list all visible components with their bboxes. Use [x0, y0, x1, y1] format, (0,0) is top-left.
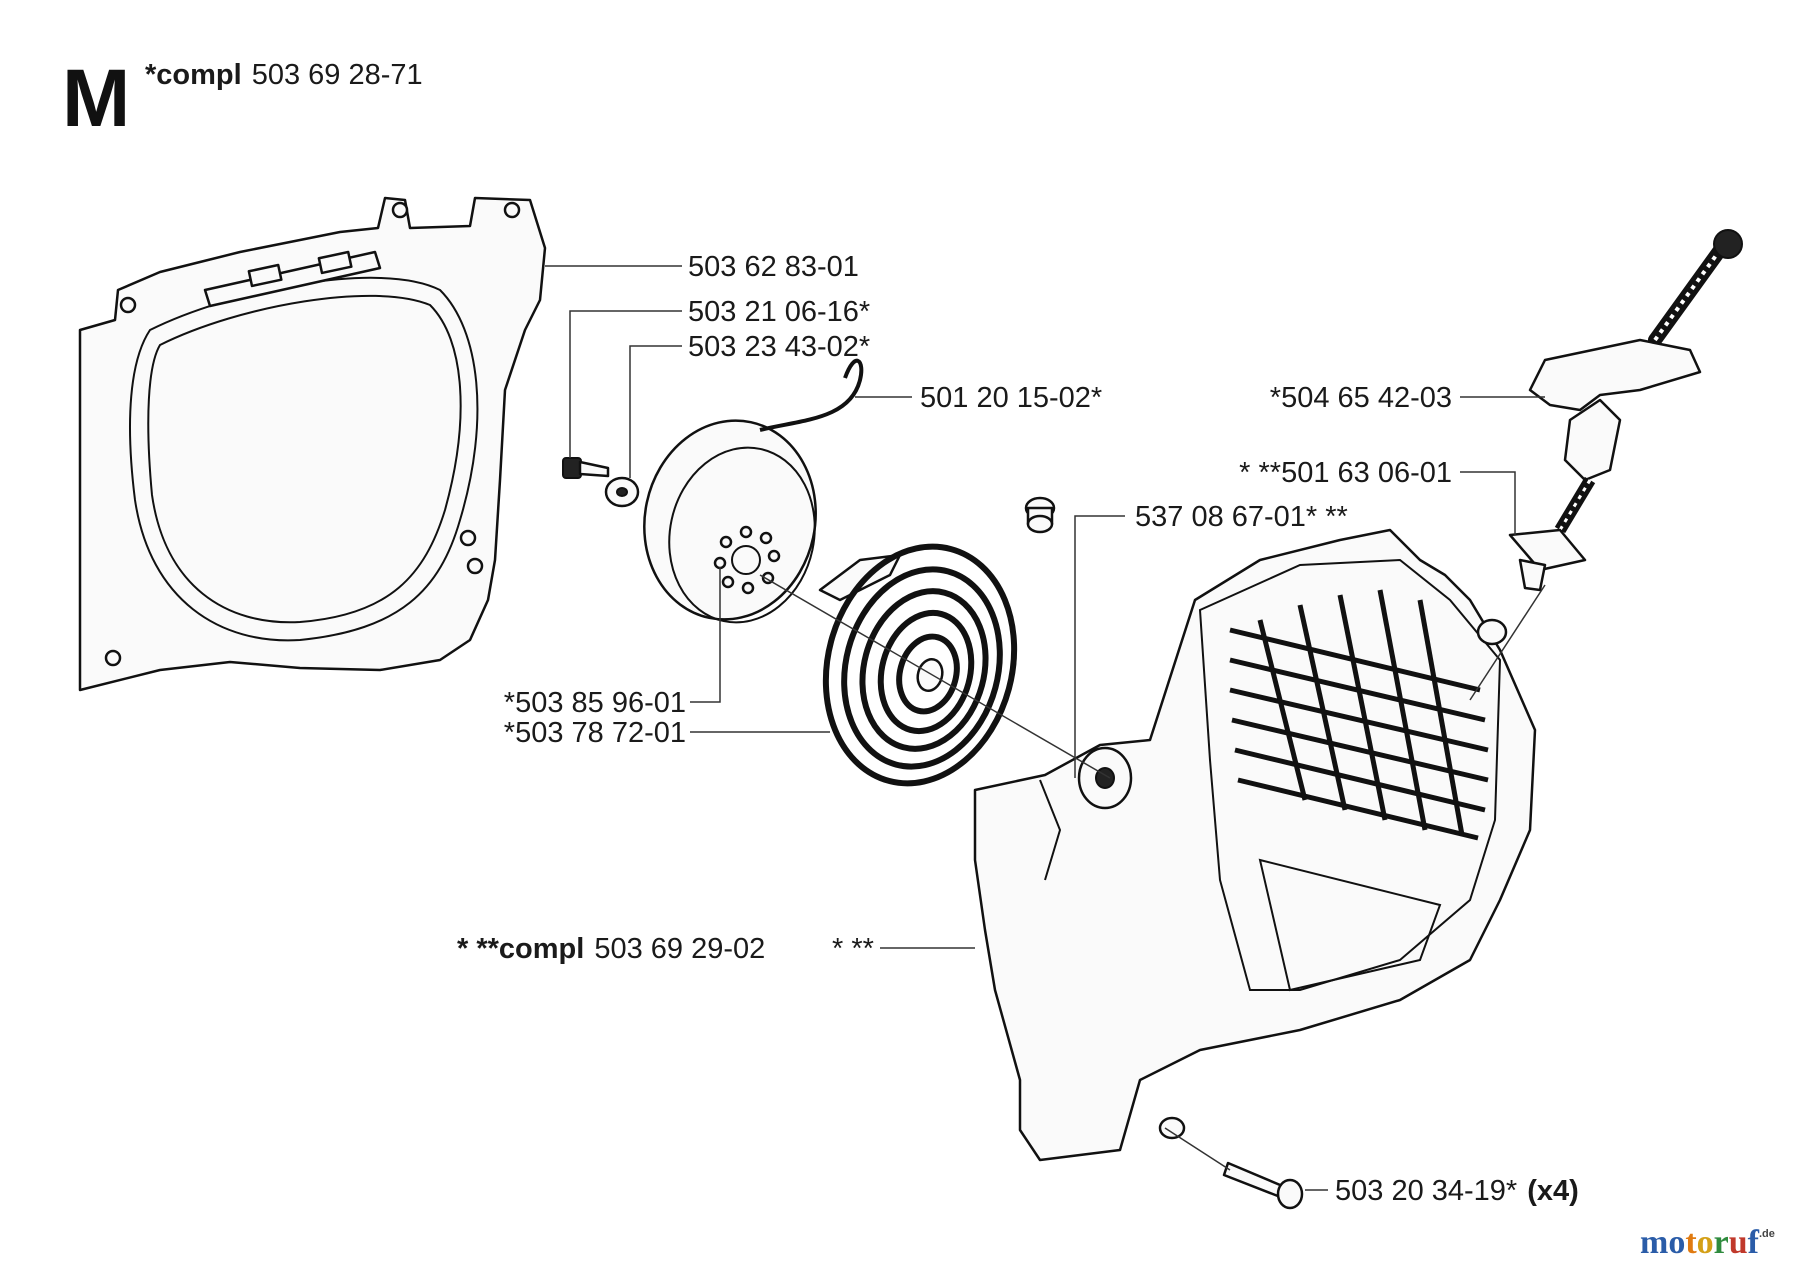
watermark-suffix: .de: [1759, 1228, 1775, 1240]
watermark-letter: t: [1685, 1224, 1697, 1261]
starter-handle-part: [1528, 229, 1743, 534]
header-kit-number: 503 69 28-71: [252, 59, 423, 91]
label-cover-screw-number: 503 20 34-19*: [1335, 1175, 1517, 1207]
header-kit-label: *compl 503 69 28-71: [145, 59, 423, 91]
label-fan-housing: 503 62 83-01: [688, 251, 859, 283]
leader-cord-guide: [1460, 471, 1516, 535]
label-cover-kit: * **compl 503 69 29-02: [457, 933, 765, 965]
header-kit-prefix: *compl: [145, 59, 242, 91]
label-washer: 503 23 43-02*: [688, 331, 870, 363]
watermark-letters: motoruf: [1640, 1224, 1760, 1261]
leader-washer: [629, 345, 682, 478]
watermark-letter: u: [1729, 1224, 1748, 1261]
washer-part: [604, 476, 640, 508]
label-small-screw: 503 21 06-16*: [688, 296, 870, 328]
bushing-part: [1024, 496, 1056, 534]
cover-grille: [1229, 589, 1489, 841]
label-recoil-spring: *503 78 72-01: [504, 717, 686, 749]
leader-pulley: [690, 567, 721, 703]
label-cover-screw: 503 20 34-19* (x4): [1335, 1175, 1579, 1207]
watermark-letter: m: [1640, 1224, 1668, 1261]
cover-screw-part: [1222, 1161, 1304, 1210]
leader-small-screw: [569, 310, 682, 458]
watermark-letter: f: [1748, 1224, 1760, 1261]
label-pulley: *503 85 96-01: [504, 687, 686, 719]
section-letter: M: [62, 53, 130, 144]
starter-cover-part: [973, 528, 1537, 1162]
watermark-letter: r: [1714, 1224, 1729, 1261]
label-cord-guide: * **501 63 06-01: [1239, 457, 1452, 489]
leader-cover-screw: [1164, 1127, 1231, 1171]
label-bushing: 537 08 67-01* **: [1135, 501, 1348, 533]
label-cover-kit-prefix: * **compl: [457, 933, 584, 965]
label-starter-handle: *504 65 42-03: [1270, 382, 1452, 414]
label-cover-kit-number: 503 69 29-02: [594, 933, 765, 965]
watermark-letter: o: [1668, 1224, 1685, 1261]
label-starter-cord: 501 20 15-02*: [920, 382, 1102, 414]
leader-axis-line: [759, 574, 1111, 779]
pulley-hole-ring: [713, 525, 781, 595]
cord-guide-part: [1508, 528, 1587, 592]
starter-cord-part: [759, 358, 864, 432]
small-screw-part: [562, 457, 610, 479]
starter-pulley-part: [643, 419, 817, 624]
watermark-logo: motoruf.de: [1640, 1224, 1775, 1261]
leader-bushing: [1074, 515, 1125, 778]
fan-housing-part: [78, 196, 547, 692]
label-cover-screw-qty: (x4): [1527, 1175, 1579, 1207]
label-cover-marker: * **: [832, 933, 874, 965]
leader-cord-guide-axis: [1469, 584, 1546, 701]
watermark-letter: o: [1697, 1224, 1714, 1261]
recoil-spring-part: [818, 543, 1018, 787]
